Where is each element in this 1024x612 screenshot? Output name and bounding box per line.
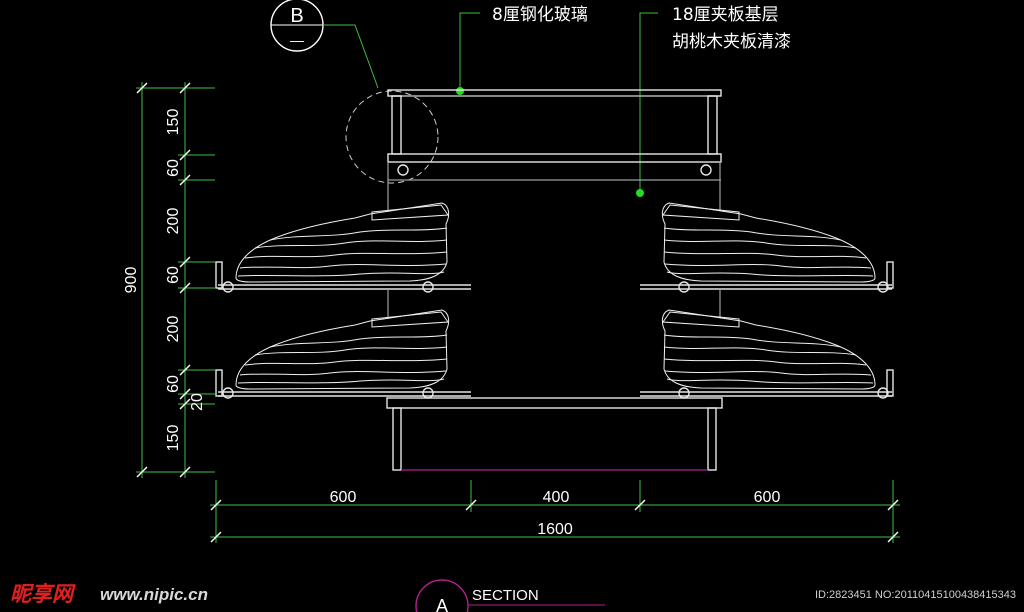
label-plywood-2: 胡桃木夹板清漆 <box>672 32 791 52</box>
folded-clothes-right-lower <box>661 309 876 390</box>
dim-total-height: 900 <box>123 267 140 294</box>
dim-v-6: 60 <box>165 375 182 393</box>
callout-b[interactable]: B — <box>270 0 324 52</box>
image-id: ID:2823451 NO:20110415100438415343 <box>815 589 1016 601</box>
watermark-logo: 昵享网 <box>10 582 76 606</box>
dim-total-width: 1600 <box>537 521 573 538</box>
plywood-leader-dot <box>636 189 644 197</box>
dim-h-3: 600 <box>754 489 781 506</box>
watermark: 昵享网 www.nipic.cn <box>10 582 208 606</box>
section-title: SECTION <box>472 587 539 604</box>
label-glass: 8厘钢化玻璃 <box>492 5 588 25</box>
dim-v-8: 150 <box>165 425 182 452</box>
callout-b-letter: B <box>290 5 303 27</box>
callout-b-sub: — <box>290 32 304 48</box>
section-callout-a[interactable]: A SECTION <box>415 579 605 612</box>
dim-h-1: 600 <box>330 489 357 506</box>
dim-v-4: 60 <box>165 266 182 284</box>
folded-clothes-right-upper <box>661 202 876 283</box>
folded-clothes-left-upper <box>235 202 450 283</box>
folded-clothes-left-lower <box>235 309 450 390</box>
dim-v-5: 200 <box>165 316 182 343</box>
vertical-dimensions: 150 60 200 60 200 60 20 150 900 <box>123 82 215 478</box>
cabinet-structure <box>215 89 894 471</box>
horizontal-dimensions: 600 400 600 1600 <box>210 480 900 543</box>
label-plywood-1: 18厘夹板基层 <box>672 5 779 25</box>
glass-leader-dot <box>456 87 464 95</box>
dim-v-2: 60 <box>165 159 182 177</box>
section-letter: A <box>436 596 448 612</box>
dim-h-2: 400 <box>543 489 570 506</box>
detail-circle <box>345 90 439 184</box>
dim-v-1: 150 <box>165 109 182 136</box>
dim-v-3: 200 <box>165 208 182 235</box>
watermark-url: www.nipic.cn <box>100 585 208 604</box>
dim-v-7: 20 <box>189 393 206 411</box>
